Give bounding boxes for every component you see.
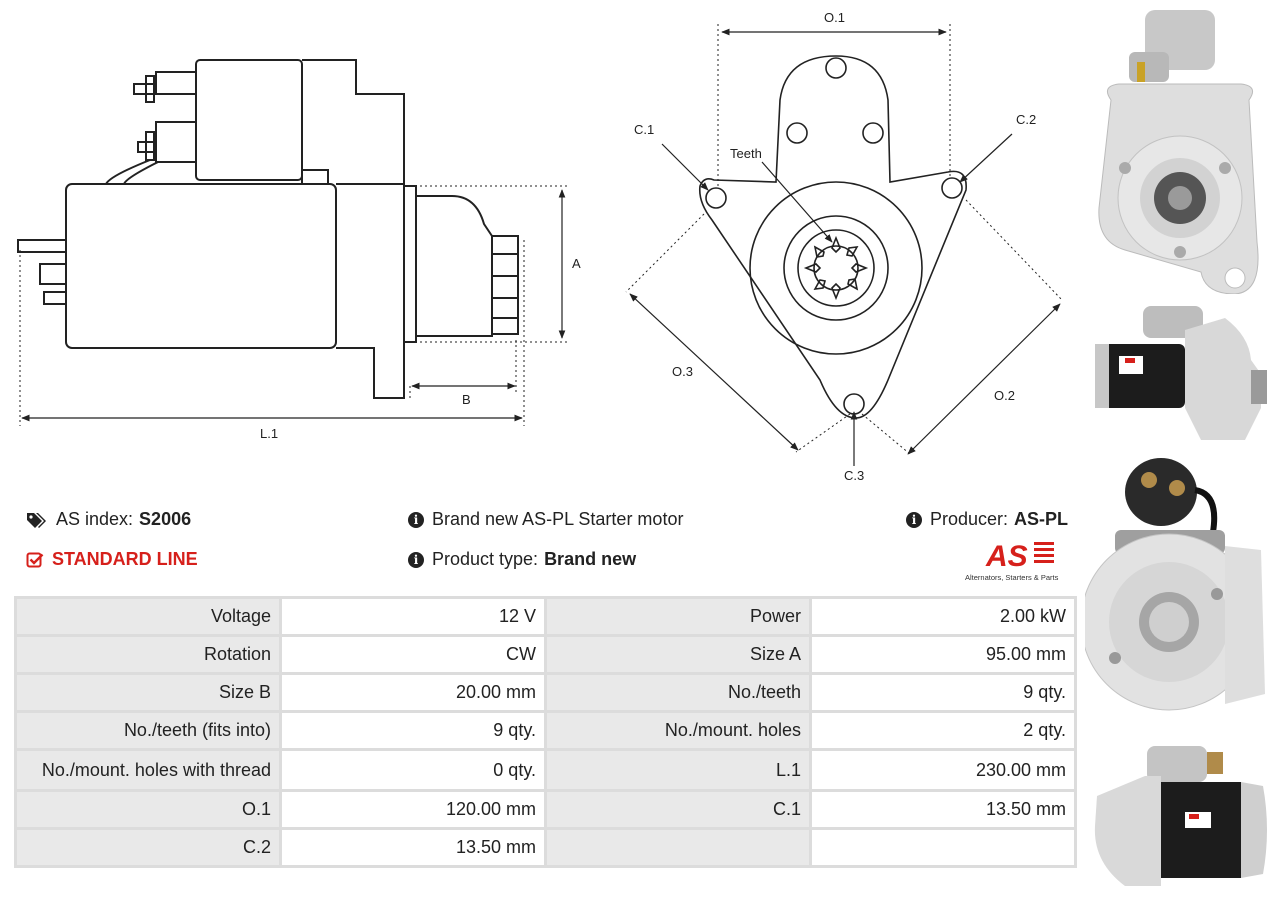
spec-value: 120.00 mm	[282, 792, 544, 827]
spec-label: No./mount. holes	[547, 713, 809, 748]
front-dimensions: O.1 O.3 O.2 C.1 C.2 C.3 Teeth	[625, 10, 1063, 483]
spec-value: CW	[282, 637, 544, 672]
table-row: O.1 120.00 mm C.1 13.50 mm	[17, 792, 1074, 827]
spec-value: 95.00 mm	[812, 637, 1074, 672]
info-icon: i	[408, 511, 424, 528]
checkbox-checked-icon	[26, 552, 44, 567]
tags-icon	[27, 512, 46, 528]
table-row: No./mount. holes with thread 0 qty. L.1 …	[17, 751, 1074, 789]
product-photo-front	[1098, 10, 1259, 294]
spec-value: 9 qty.	[812, 675, 1074, 710]
table-row: Size B 20.00 mm No./teeth 9 qty.	[17, 675, 1074, 710]
spec-label	[547, 830, 809, 865]
side-view	[17, 59, 519, 399]
spec-value: 9 qty.	[282, 713, 544, 748]
spec-label: No./mount. holes with thread	[17, 751, 279, 789]
product-type: i Product type: Brand new	[408, 549, 636, 570]
spec-value: 0 qty.	[282, 751, 544, 789]
spec-label: O.1	[17, 792, 279, 827]
producer-value: AS-PL	[1014, 509, 1069, 529]
as-pl-logo: AS Alternators, Starters & Parts	[965, 540, 1059, 582]
as-index-label: AS index:	[56, 509, 134, 529]
producer-label: Producer:	[930, 509, 1009, 529]
specification-table: Voltage 12 V Power 2.00 kW Rotation CW S…	[14, 596, 1077, 868]
product-description: i Brand new AS-PL Starter motor	[408, 509, 683, 530]
spec-value: 20.00 mm	[282, 675, 544, 710]
table-row: Voltage 12 V Power 2.00 kW	[17, 599, 1074, 634]
product-photo-rear	[1085, 458, 1265, 711]
as-index-value: S2006	[139, 509, 192, 529]
dim-o1-label: O.1	[824, 10, 845, 25]
table-row: Rotation CW Size A 95.00 mm	[17, 637, 1074, 672]
product-type-value: Brand new	[544, 549, 637, 569]
spec-value: 12 V	[282, 599, 544, 634]
dim-b-label: B	[462, 392, 471, 407]
table-row: C.2 13.50 mm	[17, 830, 1074, 865]
spec-value: 2 qty.	[812, 713, 1074, 748]
product-photo-side	[1095, 306, 1267, 440]
dim-o3-label: O.3	[672, 364, 693, 379]
front-view	[698, 55, 967, 419]
product-photo-top	[1094, 746, 1267, 886]
dim-c2-label: C.2	[1016, 112, 1036, 127]
spec-label: Voltage	[17, 599, 279, 634]
table-row: No./teeth (fits into) 9 qty. No./mount. …	[17, 713, 1074, 748]
spec-label: L.1	[547, 751, 809, 789]
spec-value: 230.00 mm	[812, 751, 1074, 789]
product-description-text: Brand new AS-PL Starter motor	[432, 509, 684, 529]
side-dimensions: A B L.1	[19, 185, 581, 441]
dim-a-label: A	[572, 256, 581, 271]
spec-label: Power	[547, 599, 809, 634]
spec-label: C.1	[547, 792, 809, 827]
dim-l1-label: L.1	[260, 426, 278, 441]
info-icon: i	[906, 511, 922, 528]
spec-label: No./teeth	[547, 675, 809, 710]
spec-label: Size A	[547, 637, 809, 672]
spec-value: 13.50 mm	[812, 792, 1074, 827]
as-index: AS index: S2006	[26, 509, 191, 530]
svg-text:AS: AS	[985, 540, 1028, 573]
spec-label: Rotation	[17, 637, 279, 672]
producer: i Producer: AS-PL	[906, 509, 1068, 530]
spec-value: 13.50 mm	[282, 830, 544, 865]
technical-drawing: A B L.1	[17, 10, 1063, 483]
dim-c1-label: C.1	[634, 122, 654, 137]
teeth-label: Teeth	[730, 146, 762, 161]
standard-line-label: STANDARD LINE	[52, 549, 198, 569]
dim-c3-label: C.3	[844, 468, 864, 483]
spec-label: C.2	[17, 830, 279, 865]
info-icon: i	[408, 551, 424, 568]
svg-text:Alternators, Starters & Parts: Alternators, Starters & Parts	[965, 573, 1059, 582]
spec-label: No./teeth (fits into)	[17, 713, 279, 748]
standard-line: STANDARD LINE	[26, 549, 198, 570]
product-type-label: Product type:	[432, 549, 539, 569]
spec-value: 2.00 kW	[812, 599, 1074, 634]
spec-label: Size B	[17, 675, 279, 710]
spec-value	[812, 830, 1074, 865]
dim-o2-label: O.2	[994, 388, 1015, 403]
